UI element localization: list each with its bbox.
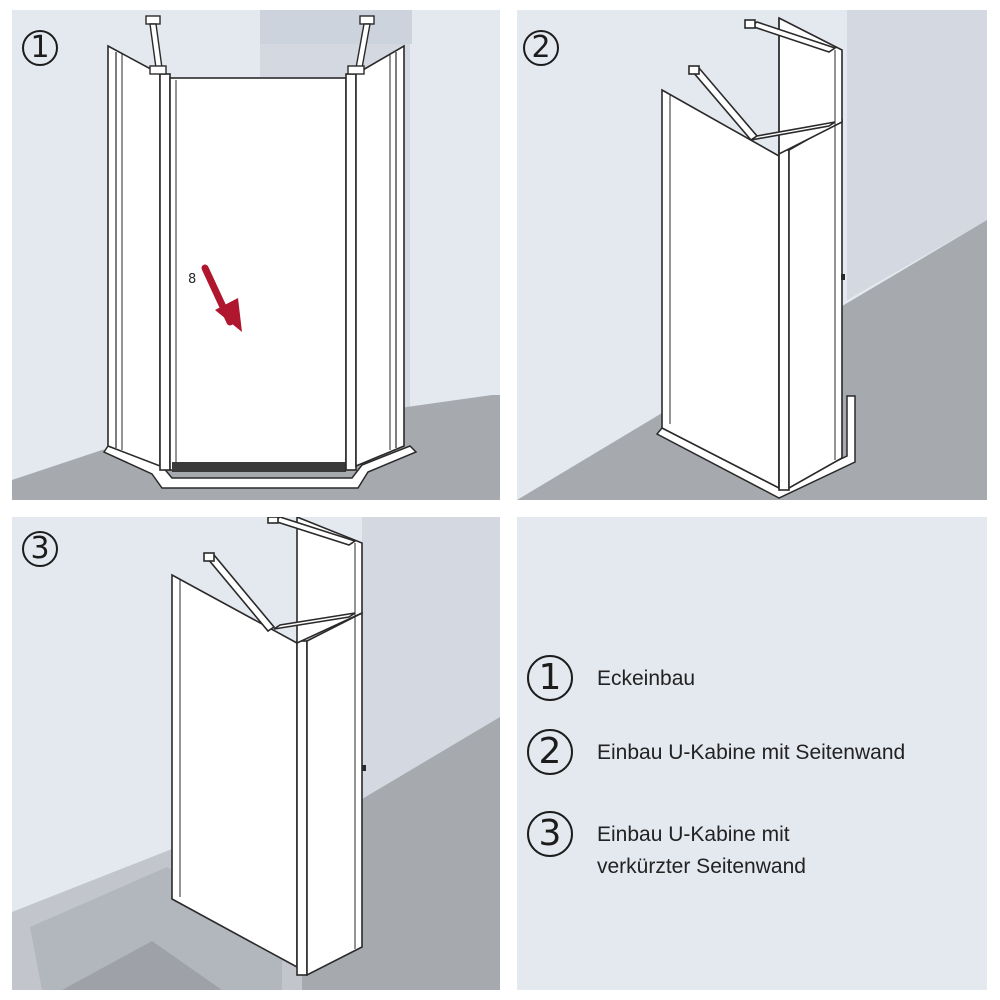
legend-label: Einbau U-Kabine mit Seitenwand — [597, 741, 906, 764]
side-wall — [847, 10, 987, 300]
legend-number-badge: 3 — [527, 811, 573, 857]
bathtub-shadow — [62, 941, 222, 990]
door-sill — [172, 462, 346, 472]
stabilizer-bar-icon — [688, 19, 837, 142]
door-open-arrow-icon — [201, 264, 242, 332]
legend-label: Eckeinbau — [597, 667, 696, 690]
illustration-u-cabin-short: 3 — [12, 517, 500, 990]
corner-shower-drawing: 8 — [12, 10, 500, 500]
shower-tray — [102, 445, 418, 489]
front-panel — [171, 573, 298, 969]
wall-bracket-icon — [145, 15, 375, 75]
door-knob-icon — [841, 274, 845, 280]
legend-number-badge: 1 — [527, 655, 573, 701]
side-panel — [306, 611, 363, 977]
illustration-corner-install: 8 1 — [12, 10, 500, 500]
panel-number-badge: 3 — [22, 531, 58, 567]
right-post — [345, 73, 357, 471]
side-wall — [362, 517, 500, 799]
legend-panel: 1 Eckeinbau 2 Einbau U-Kabine mit Seiten… — [517, 517, 987, 990]
panel-number-badge: 1 — [22, 30, 58, 66]
u-cabin-short-drawing — [12, 517, 500, 990]
legend-item: 3 Einbau U-Kabine mit verkürzter Seitenw… — [527, 811, 806, 883]
back-wall-shade — [260, 10, 412, 44]
u-cabin-drawing — [517, 10, 987, 500]
stabilizer-bar-icon — [203, 517, 357, 633]
back-panel — [296, 517, 363, 645]
corner-post — [296, 640, 308, 976]
left-post — [159, 73, 171, 471]
door-knob-icon — [362, 765, 366, 771]
legend-item: 1 Eckeinbau — [527, 655, 695, 701]
panel-number-badge: 2 — [523, 30, 559, 66]
side-panel — [788, 118, 843, 490]
legend-item: 2 Einbau U-Kabine mit Seitenwand — [527, 729, 905, 775]
corner-post — [778, 149, 790, 491]
legend-label: Einbau U-Kabine mit verkürzter Seitenwan… — [597, 823, 806, 878]
illustration-u-cabin: 2 — [517, 10, 987, 500]
door-panel — [169, 77, 347, 471]
front-panel — [661, 88, 780, 490]
right-side-panel — [355, 44, 405, 468]
legend-number-badge: 2 — [527, 729, 573, 775]
door-knob-icon: 8 — [188, 272, 196, 287]
